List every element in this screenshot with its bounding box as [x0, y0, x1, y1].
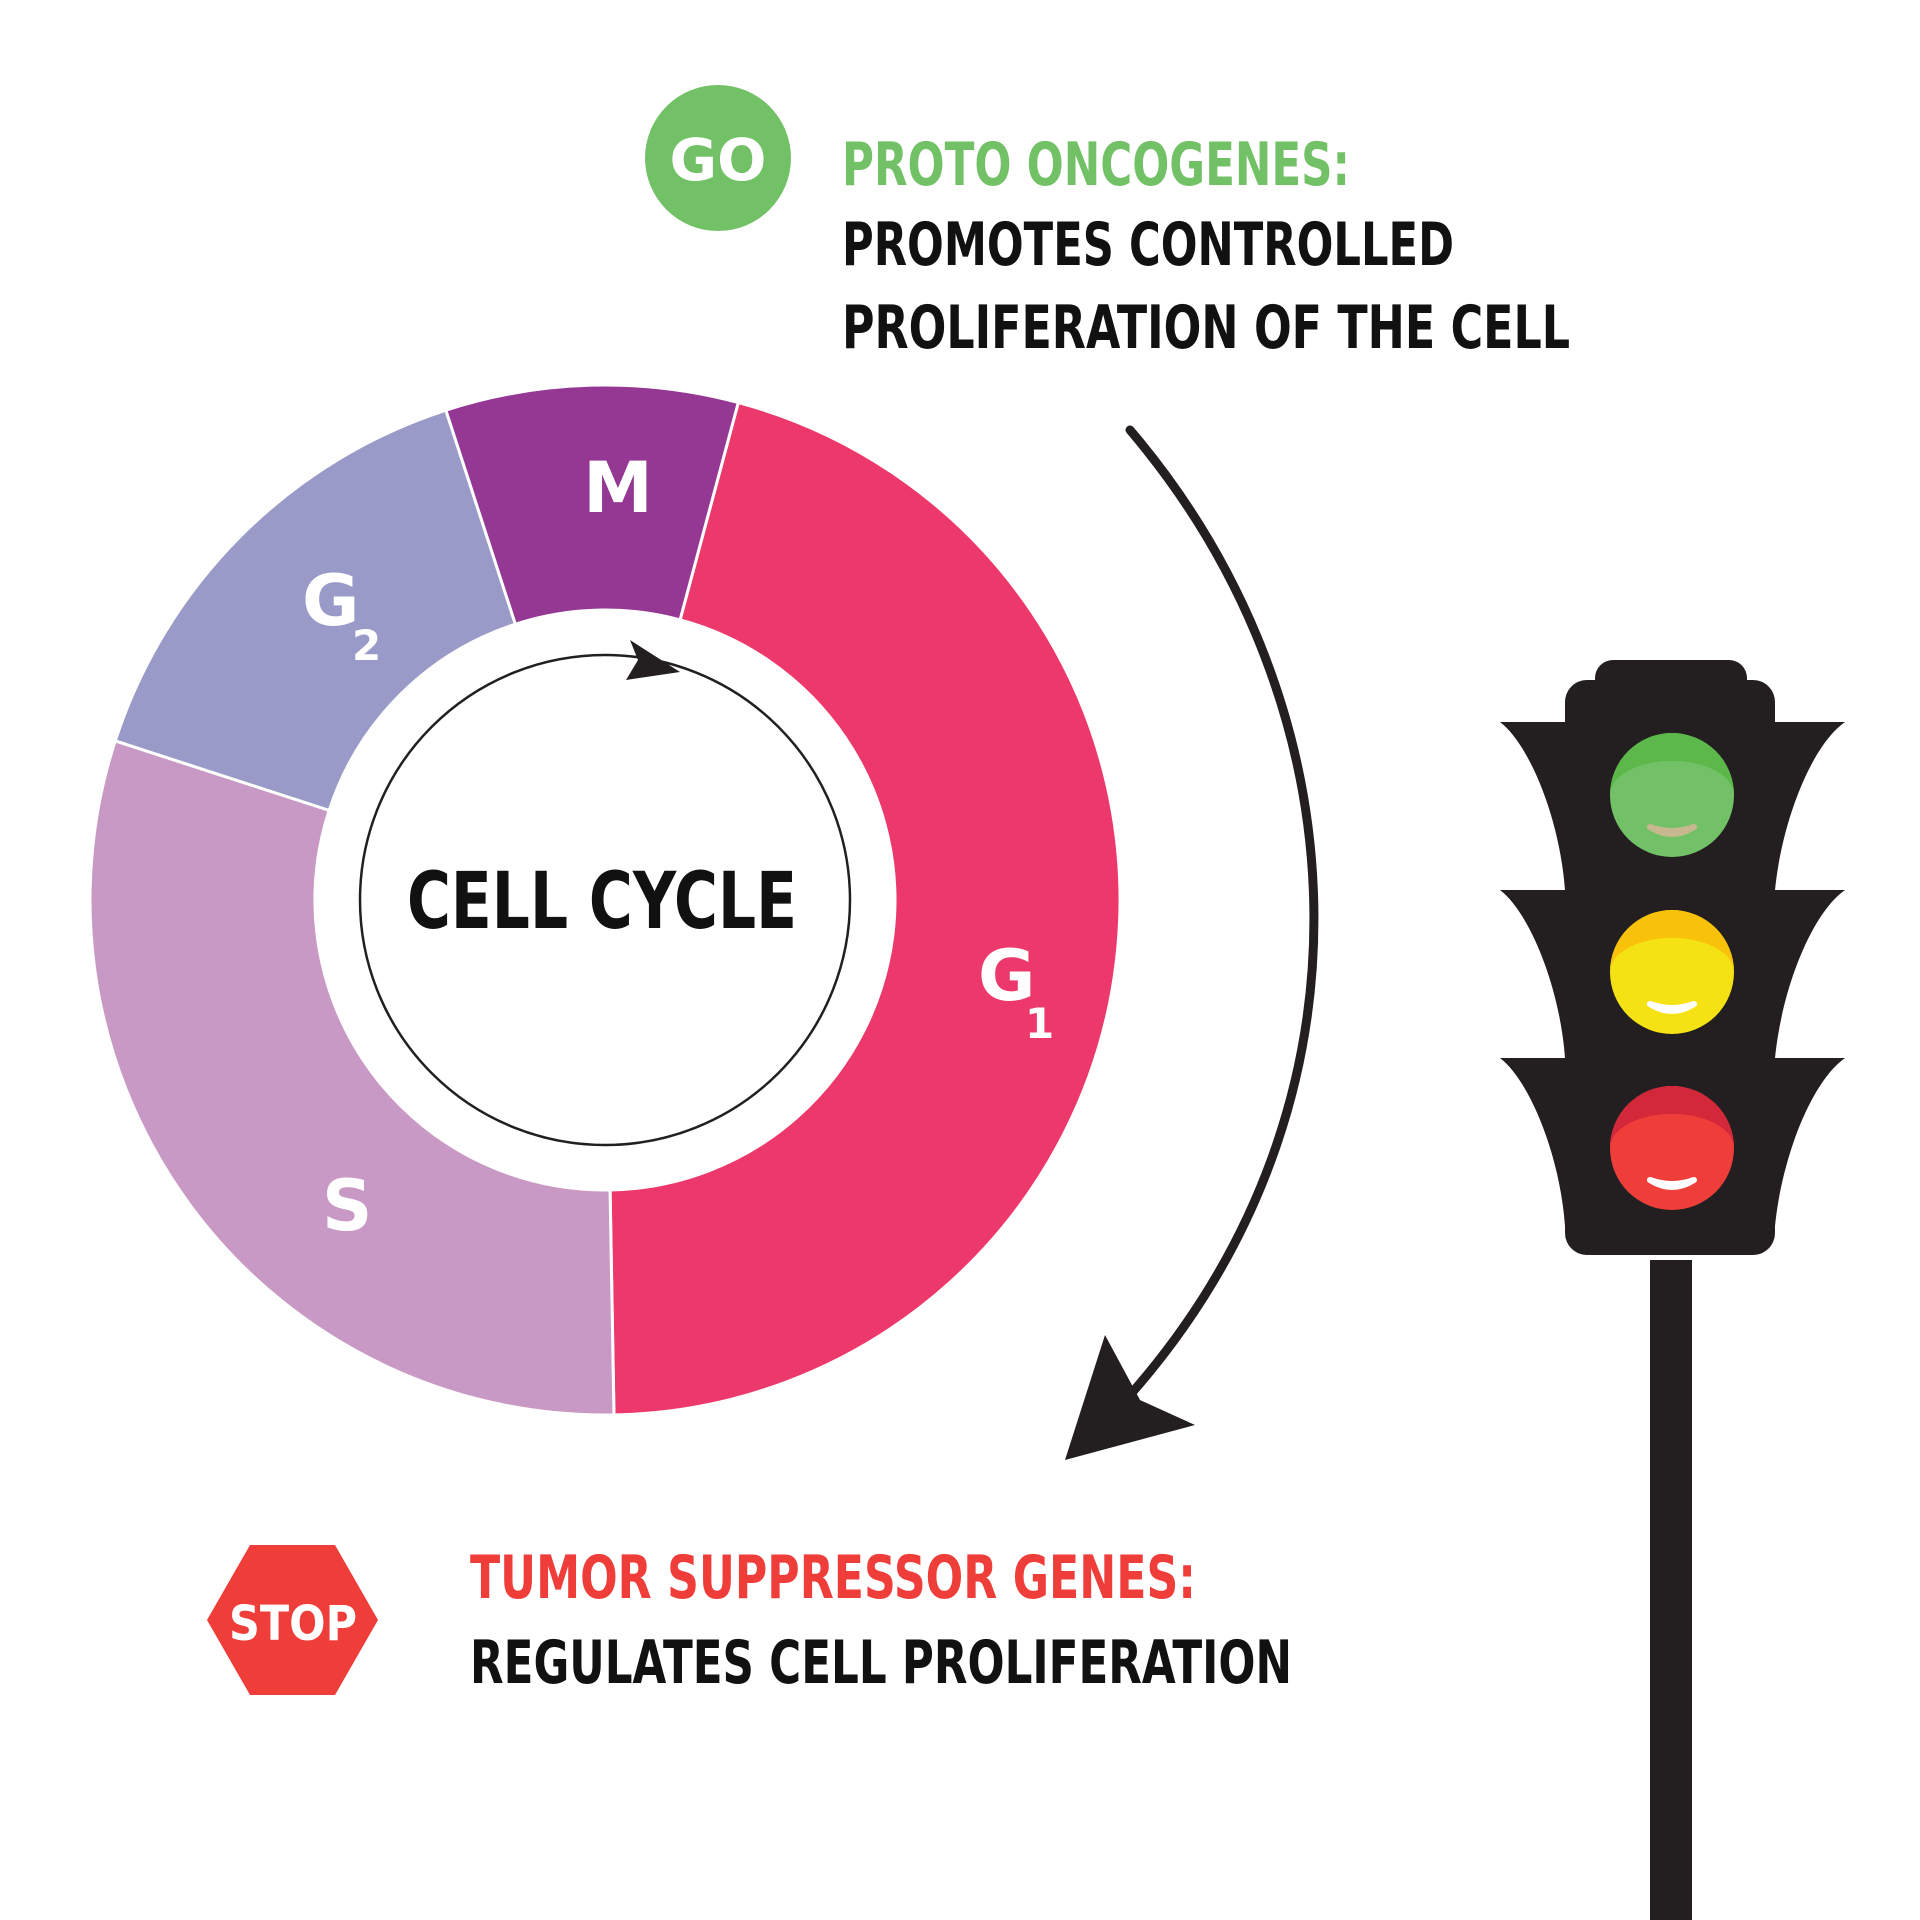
light-lens-top [1610, 1086, 1734, 1148]
stop-badge-text: STOP [229, 1596, 357, 1652]
traffic-light [1500, 660, 1845, 1920]
stop-badge-hexagon [207, 1545, 378, 1695]
traffic-light-visor-left [1500, 722, 1565, 890]
light-yellow [1610, 910, 1734, 1034]
light-glint [1647, 1177, 1697, 1190]
cell-cycle-ring [88, 383, 1122, 1417]
tumor-suppressor-title: TUMOR SUPPRESSOR GENES: [470, 1543, 1196, 1613]
phase-letter: S [322, 1165, 372, 1247]
traffic-light-visor-left [1500, 1058, 1565, 1226]
light-glint [1647, 1001, 1697, 1014]
stop-badge: STOP [207, 1545, 378, 1695]
cell-cycle-inner-circle [358, 653, 852, 1147]
go-badge-text: GO [670, 126, 767, 194]
go-badge: GO [645, 85, 791, 231]
light-green [1610, 733, 1734, 857]
proto-oncogenes-line1: PROMOTES CONTROLLED [842, 210, 1454, 280]
proto-oncogenes-line2: PROLIFERATION OF THE CELL [842, 293, 1570, 363]
cell-cycle-inner-disk [315, 610, 895, 1190]
phase-label-m: M [583, 447, 653, 529]
phase-label-g2: G 2 [302, 560, 381, 670]
tumor-suppressor-line1: REGULATES CELL PROLIFERATION [470, 1628, 1292, 1698]
go-badge-circle [645, 85, 791, 231]
traffic-light-visor-right [1775, 1058, 1845, 1226]
phase-letter: G [302, 560, 359, 642]
light-red [1610, 1086, 1734, 1210]
proto-oncogenes-title: PROTO ONCOGENES: [842, 130, 1350, 200]
light-glint [1647, 824, 1697, 837]
phase-label-g1: G 1 [978, 935, 1054, 1048]
cell-cycle-label: CELL CYCLE [407, 857, 797, 947]
curved-arrow-line [1125, 425, 1319, 1400]
phase-letter: M [583, 447, 653, 529]
traffic-light-visor-right [1775, 890, 1845, 1058]
traffic-light-pole [1650, 1260, 1692, 1920]
traffic-light-visor-left [1500, 890, 1565, 1058]
phase-subscript: 2 [352, 621, 381, 670]
phase-label-s: S [322, 1165, 372, 1247]
curved-arrow-head-icon [1065, 1335, 1195, 1460]
cycle-direction-arrow-icon [626, 640, 680, 680]
phase-subscript: 1 [1025, 999, 1054, 1048]
light-lens-top [1610, 733, 1734, 795]
traffic-light-visor-right [1775, 722, 1845, 890]
phase-letter: G [978, 935, 1035, 1017]
light-lens-top [1610, 910, 1734, 972]
